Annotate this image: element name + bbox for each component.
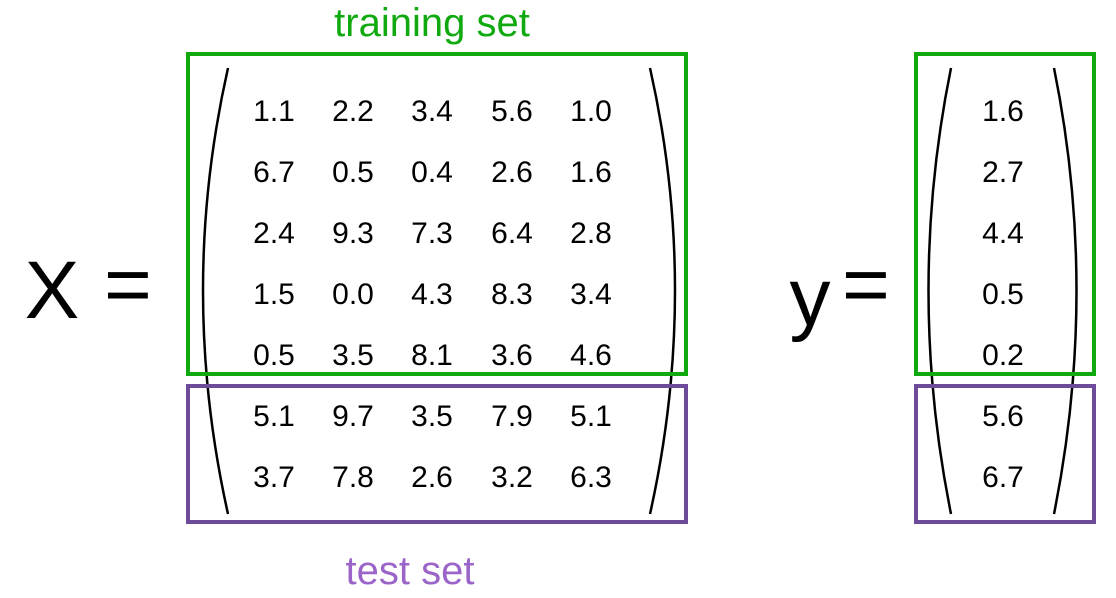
vector-y-cell: 5.6 bbox=[982, 400, 1024, 433]
vector-y-cell: 0.2 bbox=[982, 339, 1024, 372]
matrix-x-cell: 7.8 bbox=[332, 461, 374, 494]
matrix-x-cell: 2.4 bbox=[253, 217, 295, 250]
vector-y-symbol: y bbox=[790, 252, 831, 343]
matrix-x-cell: 4.6 bbox=[570, 339, 612, 372]
matrix-x-cell: 0.5 bbox=[332, 156, 374, 189]
matrix-x-cell: 0.5 bbox=[253, 339, 295, 372]
matrix-x-cell: 5.1 bbox=[570, 400, 612, 433]
matrix-x-cell: 2.2 bbox=[332, 95, 374, 128]
matrix-x-right-bracket bbox=[648, 67, 677, 515]
matrix-x-cell: 6.7 bbox=[253, 156, 295, 189]
matrix-x-cells: 1.1 2.2 3.4 5.6 1.0 6.7 0.5 0.4 2.6 1.6 2.4 9.3 7.3 6… bbox=[253, 95, 612, 494]
vector-y: 1.6 2.7 4.4 0.5 0.2 5.6 6.7 bbox=[927, 67, 1078, 515]
matrix-x-cell: 8.3 bbox=[491, 278, 533, 311]
matrix-x-cell: 0.4 bbox=[411, 156, 453, 189]
matrix-x-cell: 0.0 bbox=[332, 278, 374, 311]
training-set-label: training set bbox=[334, 1, 530, 45]
vector-y-equals-sign: = bbox=[842, 239, 890, 330]
matrix-x-cell: 1.6 bbox=[570, 156, 612, 189]
matrix-x-cell: 3.5 bbox=[411, 400, 453, 433]
matrix-x-cell: 6.3 bbox=[570, 461, 612, 494]
matrix-x-cell: 3.5 bbox=[332, 339, 374, 372]
vector-y-test-box bbox=[914, 384, 1096, 524]
vector-y-left-bracket bbox=[927, 67, 953, 515]
matrix-x-cell: 2.8 bbox=[570, 217, 612, 250]
matrix-x-cell: 1.0 bbox=[570, 95, 612, 128]
vector-y-cell: 2.7 bbox=[982, 156, 1024, 189]
matrix-x-symbol: X bbox=[25, 245, 80, 336]
matrix-x-cell: 8.1 bbox=[411, 339, 453, 372]
matrix-x-equals-sign: = bbox=[104, 239, 152, 330]
vector-y-training-box bbox=[914, 52, 1096, 376]
vector-y-cells: 1.6 2.7 4.4 0.5 0.2 5.6 6.7 bbox=[982, 95, 1024, 494]
matrix-x-cell: 2.6 bbox=[491, 156, 533, 189]
matrix-x-cell: 5.1 bbox=[253, 400, 295, 433]
vector-y-cell: 1.6 bbox=[982, 95, 1024, 128]
matrix-x-training-box bbox=[186, 52, 688, 376]
matrix-x-cell: 6.4 bbox=[491, 217, 533, 250]
matrix-x-test-box bbox=[186, 384, 688, 524]
vector-y-cell: 0.5 bbox=[982, 278, 1024, 311]
matrix-x-cell: 1.5 bbox=[253, 278, 295, 311]
matrix-x-left-bracket bbox=[201, 67, 230, 515]
matrix-x-cell: 3.7 bbox=[253, 461, 295, 494]
matrix-x-cell: 9.7 bbox=[332, 400, 374, 433]
vector-y-right-bracket bbox=[1052, 67, 1078, 515]
matrix-x-cell: 7.9 bbox=[491, 400, 533, 433]
matrix-x-cell: 4.3 bbox=[411, 278, 453, 311]
matrix-x-cell: 1.1 bbox=[253, 95, 295, 128]
matrix-x-cell: 3.6 bbox=[491, 339, 533, 372]
matrix-x-cell: 2.6 bbox=[411, 461, 453, 494]
test-set-label: test set bbox=[346, 549, 475, 593]
matrix-x-cell: 3.4 bbox=[570, 278, 612, 311]
matrix-x-cell: 9.3 bbox=[332, 217, 374, 250]
matrix-x-cell: 7.3 bbox=[411, 217, 453, 250]
matrix-x: 1.1 2.2 3.4 5.6 1.0 6.7 0.5 0.4 2.6 1.6 2.4 9.3 7.3 6… bbox=[201, 67, 677, 515]
vector-y-cell: 4.4 bbox=[982, 217, 1024, 250]
matrix-x-cell: 3.2 bbox=[491, 461, 533, 494]
matrix-x-cell: 5.6 bbox=[491, 95, 533, 128]
matrix-x-cell: 3.4 bbox=[411, 95, 453, 128]
vector-y-cell: 6.7 bbox=[982, 461, 1024, 494]
